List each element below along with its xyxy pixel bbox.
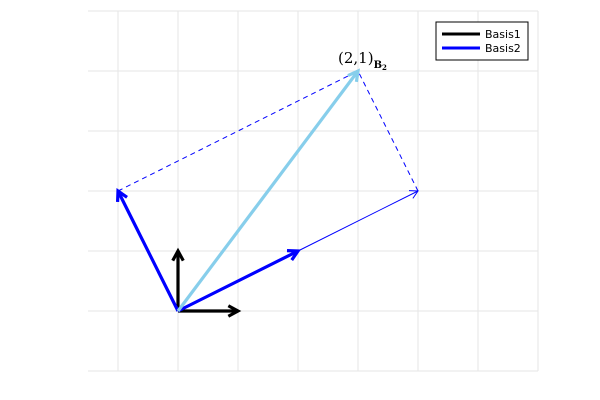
annotations: (2,1)B2 bbox=[338, 49, 387, 72]
legend-box bbox=[435, 21, 529, 61]
vector-label-0: (2,1)B2 bbox=[338, 49, 387, 72]
arrow-head bbox=[347, 68, 361, 83]
arrow-0-basis1 bbox=[178, 304, 242, 318]
arrow-shaft bbox=[297, 190, 419, 252]
arrow-head bbox=[227, 304, 242, 318]
arrow-head bbox=[408, 190, 419, 199]
dashed-line-1 bbox=[357, 70, 419, 192]
arrow-1-basis1 bbox=[171, 247, 185, 311]
legend-label-basis2: Basis2 bbox=[485, 42, 521, 55]
vector-marks bbox=[116, 68, 419, 318]
gridlines bbox=[88, 10, 539, 372]
arrow-3-basis2 bbox=[116, 188, 180, 312]
arrow-shaft bbox=[177, 249, 299, 313]
arrow-shaft bbox=[176, 70, 360, 312]
arrow-2-basis2 bbox=[177, 249, 301, 313]
arrow-head bbox=[171, 247, 185, 262]
arrow-5 bbox=[176, 68, 361, 312]
legend-label-basis1: Basis1 bbox=[485, 28, 521, 41]
arrow-head bbox=[286, 249, 301, 261]
arrow-head bbox=[116, 188, 128, 203]
arrow-4 bbox=[297, 190, 419, 252]
arrow-shaft bbox=[116, 190, 180, 312]
